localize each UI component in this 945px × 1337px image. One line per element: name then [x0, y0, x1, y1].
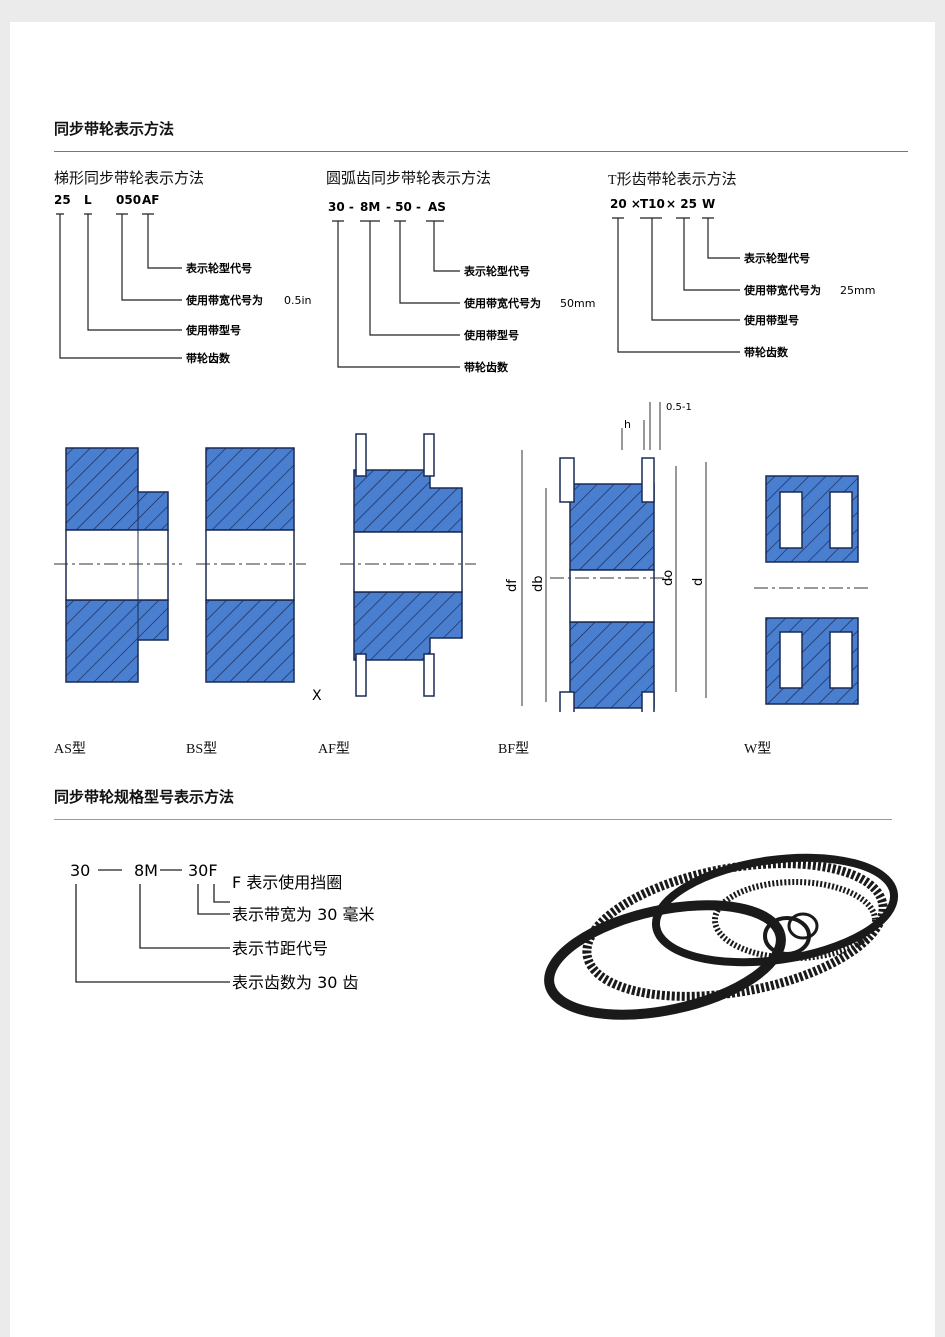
label-belt-model: 使用带型号	[463, 328, 519, 342]
dim-df: df	[505, 579, 520, 592]
code-part: - 50 -	[386, 200, 421, 214]
label-width-value: 50mm	[560, 297, 595, 310]
section-title: 同步带轮表示方法	[54, 120, 175, 138]
label-tooth-count: 带轮齿数	[186, 351, 231, 365]
spec-label-f: F 表示使用挡圈	[232, 873, 342, 892]
caption-w: W型	[744, 741, 772, 757]
spec-part: 30F	[188, 861, 218, 880]
caption-bf: BF型	[498, 741, 530, 757]
dim-db: db	[531, 575, 546, 592]
label-width-value: 0.5in	[284, 294, 312, 307]
section-rule	[54, 151, 908, 152]
dim-do: do	[661, 570, 676, 586]
label-width-code: 使用带宽代号为	[185, 293, 263, 307]
label-tooth-count: 带轮齿数	[464, 360, 509, 374]
code-part: AS	[428, 200, 446, 214]
label-width-value: 25mm	[840, 284, 875, 297]
code-part: T10	[640, 197, 665, 211]
label-belt-model: 使用带型号	[185, 323, 241, 337]
code-part: W	[702, 197, 715, 211]
code-part: AF	[142, 193, 159, 207]
spec-part: 8M	[134, 861, 158, 880]
label-width-code: 使用带宽代号为	[743, 283, 821, 297]
code-part: 30 -	[328, 200, 354, 214]
dim-d: d	[691, 578, 706, 586]
section-rule-spec	[54, 819, 892, 820]
label-tooth-count: 带轮齿数	[744, 345, 789, 359]
code-part: 050	[116, 193, 141, 207]
code-part: × 25	[666, 197, 697, 211]
pulley-w-drawing	[765, 475, 859, 705]
title-prefix: T	[608, 173, 617, 188]
notation-title-trapezoid: 梯形同步带轮表示方法	[54, 169, 205, 187]
timing-belts-image	[544, 853, 899, 1020]
notation-diagram-t: 20 × T10 × 25 W 表示轮型代号 使用带宽代号为 25mm 使用带型…	[610, 197, 875, 359]
section-title-spec: 同步带轮规格型号表示方法	[54, 788, 235, 806]
code-part: L	[84, 193, 92, 207]
dim-gap: 0.5-1	[666, 402, 692, 413]
notation-diagram-trapezoid: 25 L 050 AF 表示轮型代号 使用带宽代号为 0.5in 使用带型号 带…	[54, 193, 312, 365]
label-belt-model: 使用带型号	[743, 313, 799, 327]
document-page: 同步带轮表示方法 梯形同步带轮表示方法 25 L 050 AF 表示轮型代号 使…	[10, 22, 935, 1337]
title-text: 形齿带轮表示方法	[616, 170, 737, 188]
notation-diagram-arc: 30 - 8M - 50 - AS 表示轮型代号 使用带宽代号为 50mm 使用…	[328, 200, 595, 374]
pulley-bs-drawing	[205, 447, 295, 683]
code-part: 8M	[360, 200, 380, 214]
label-wheel-type: 表示轮型代号	[185, 261, 252, 275]
label-wheel-type: 表示轮型代号	[463, 264, 530, 278]
label-width-code: 使用带宽代号为	[463, 296, 541, 310]
spec-part: 30	[70, 861, 90, 880]
spec-label-width: 表示带宽为 30 毫米	[232, 905, 375, 924]
spec-code-diagram: 30 8M 30F F 表示使用挡圈 表示带宽为 30 毫米 表示节距代号 表示…	[70, 861, 375, 992]
code-part: 25	[54, 193, 71, 207]
pulley-af-drawing	[353, 433, 463, 697]
caption-as: AS型	[54, 741, 86, 757]
notation-title-arc: 圆弧齿同步带轮表示方法	[326, 169, 492, 187]
spec-label-teeth: 表示齿数为 30 齿	[232, 973, 359, 992]
notation-title-t: T形齿带轮表示方法	[608, 168, 737, 189]
label-wheel-type: 表示轮型代号	[743, 251, 810, 265]
code-part: 20 ×	[610, 197, 641, 211]
pulley-bf-drawing	[559, 457, 655, 712]
spec-label-pitch: 表示节距代号	[232, 939, 328, 958]
x-mark: X	[312, 688, 322, 704]
pulley-type-drawings: X df db do d h 0.5-1	[54, 402, 868, 712]
caption-bs: BS型	[186, 741, 218, 757]
dim-h: h	[624, 418, 631, 431]
caption-af: AF型	[318, 741, 350, 757]
pulley-as-drawing	[65, 447, 169, 683]
